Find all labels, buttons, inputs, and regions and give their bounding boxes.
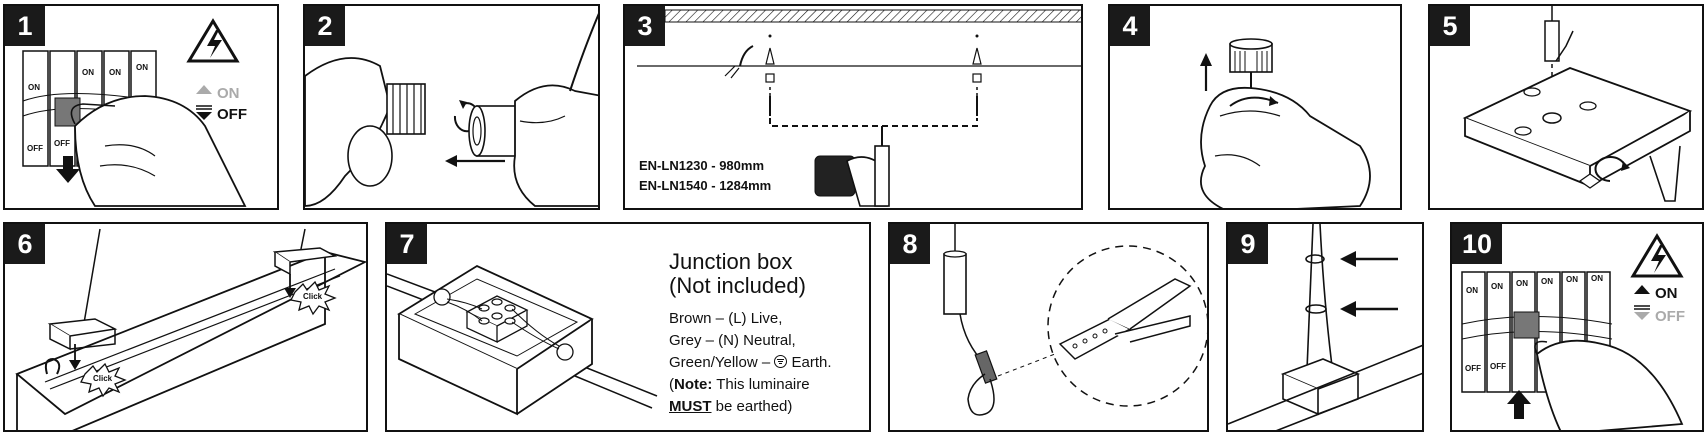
breaker-switch-illustration: [22, 18, 247, 207]
step-number: 7: [387, 224, 427, 264]
bracket-illustration: [1462, 6, 1693, 202]
click-label: Click: [303, 292, 323, 301]
ceiling-mounting-illustration: [637, 9, 1081, 207]
junction-box-title: Junction box (Not included): [669, 249, 806, 298]
breaker-switch-illustration: [1461, 233, 1684, 430]
step-10-panel: 10 ON ON ON ON ON ON OFF OFF ON: [1450, 222, 1704, 432]
step-number: 5: [1430, 6, 1470, 46]
switch-on-label: ON: [109, 68, 121, 77]
must-text: MUST be earthed): [669, 398, 793, 415]
step-number: 4: [1110, 6, 1150, 46]
arrow-up-icon: [196, 85, 212, 94]
model-a-label: EN-LN1230 - 980mm: [639, 158, 764, 173]
step-2-panel: 2: [303, 4, 600, 210]
arrow-down-icon: [196, 112, 212, 120]
click-burst-icon: [80, 362, 127, 398]
off-legend: OFF: [1655, 308, 1685, 325]
step-number: 2: [305, 6, 345, 46]
switch-on-label: ON: [136, 63, 148, 72]
wiring-instructions: Brown – (L) Live, Grey – (N) Neutral, Gr…: [669, 308, 832, 418]
threaded-fitting-illustration: [305, 13, 598, 207]
switch-on-label: ON: [82, 68, 94, 77]
switch-off-label: OFF: [1490, 362, 1506, 371]
step-number: 6: [5, 224, 45, 264]
step-7-panel: 7 Junction box (Not included) Brow: [385, 222, 871, 432]
arrow-up-icon: [1507, 390, 1531, 419]
step-8-panel: 8: [888, 222, 1209, 432]
step-5-panel: 5: [1428, 4, 1704, 210]
arrow-up-icon: [1634, 285, 1650, 294]
switch-on-label: ON: [1516, 279, 1528, 288]
step-1-panel: 1 ON ON ON ON OFF OFF ON: [3, 4, 279, 210]
gripper-twist-illustration: [1200, 38, 1371, 208]
on-legend: ON: [217, 85, 240, 102]
crimping-illustration: [943, 224, 1207, 416]
step-number: 1: [5, 6, 45, 46]
arrow-down-icon: [56, 156, 80, 183]
off-legend: OFF: [217, 106, 247, 123]
switch-off-label: OFF: [1465, 364, 1481, 373]
on-legend: ON: [1655, 285, 1678, 302]
click-label: Click: [93, 374, 113, 383]
arrow-down-icon: [1634, 312, 1650, 320]
step-3-panel: 3 EN-LN1: [623, 4, 1083, 210]
switch-on-label: ON: [28, 83, 40, 92]
grey-wire-text: Grey – (N) Neutral,: [669, 332, 796, 349]
rotate-icon: [1594, 156, 1626, 182]
switch-on-label: ON: [1541, 277, 1553, 286]
switch-on-label: ON: [1466, 286, 1478, 295]
green-wire-text: Green/Yellow – Earth.: [669, 354, 832, 371]
switch-on-label: ON: [1566, 275, 1578, 284]
step-number: 10: [1452, 224, 1502, 264]
step-number: 9: [1228, 224, 1268, 264]
earth-symbol-icon: [774, 355, 788, 368]
junction-box-illustration: [387, 264, 658, 416]
brown-wire-text: Brown – (L) Live,: [669, 310, 783, 327]
step-9-panel: 9: [1226, 222, 1424, 432]
step-6-panel: 6 Click Click: [3, 222, 368, 432]
switch-off-label: OFF: [27, 144, 43, 153]
warning-electric-icon: [186, 18, 240, 63]
note-text: (Note: This luminaire: [669, 376, 810, 393]
click-burst-icon: [290, 280, 337, 316]
drill-icon: [814, 126, 890, 207]
cable-tie-illustration: [1228, 224, 1422, 430]
switch-on-label: ON: [1591, 274, 1603, 283]
step-4-panel: 4: [1108, 4, 1402, 210]
warning-electric-icon: [1630, 233, 1684, 278]
luminaire-click-illustration: [15, 228, 366, 430]
switch-on-label: ON: [1491, 282, 1503, 291]
model-b-label: EN-LN1540 - 1284mm: [639, 178, 772, 193]
step-number: 8: [890, 224, 930, 264]
switch-off-label: OFF: [54, 139, 70, 148]
step-number: 3: [625, 6, 665, 46]
